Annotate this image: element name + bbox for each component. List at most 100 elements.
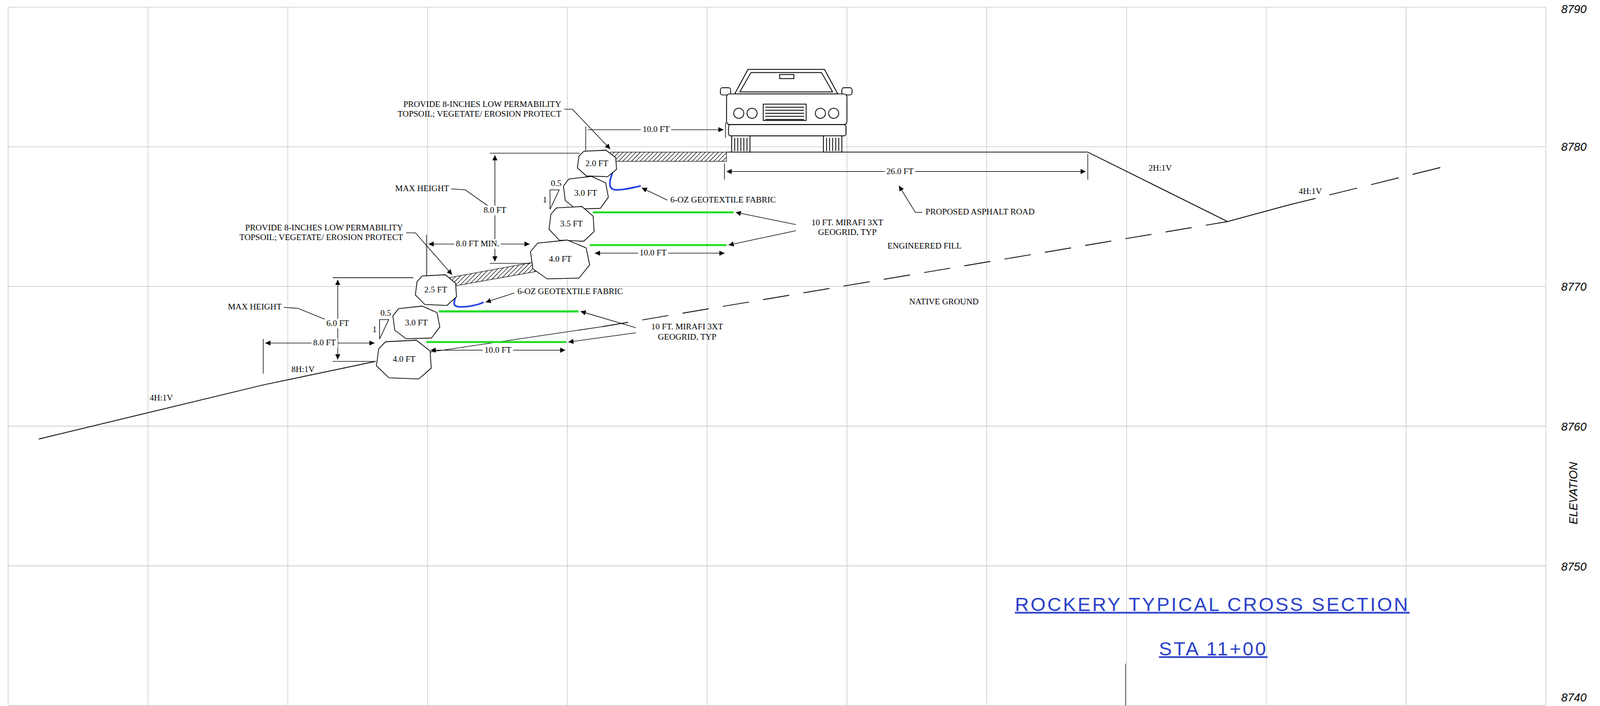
car-illustration	[828, 108, 839, 119]
car-illustration	[765, 106, 804, 108]
grid-line	[7, 425, 1546, 427]
grid-line	[287, 7, 289, 706]
car-illustration	[726, 93, 848, 125]
leader-line	[485, 292, 515, 302]
drawing-title: ROCKERY TYPICAL CROSS SECTION	[1014, 593, 1410, 616]
leader-line	[450, 188, 490, 207]
dimension-label: 8.0 FT MIN.	[454, 238, 501, 249]
note-label: 6-OZ GEOTEXTILE FABRIC	[517, 287, 624, 297]
dimension-line	[724, 163, 725, 180]
leader-line	[735, 212, 797, 225]
station-caption: STA 11+00	[1158, 636, 1268, 659]
car-illustration	[838, 137, 839, 151]
note-label: 0.5	[380, 308, 392, 318]
elevation-value: 8750	[1561, 560, 1587, 574]
ground-line	[1287, 165, 1450, 206]
note-label: 10 FT. MIRAFI 3XT GEOGRID, TYP	[798, 217, 896, 238]
dimension-line	[332, 361, 376, 362]
car-illustration	[733, 108, 744, 119]
note-label: 6-OZ GEOTEXTILE FABRIC	[670, 195, 777, 205]
grid-line	[7, 705, 1546, 706]
leader-line	[580, 311, 636, 328]
note-label: MAX HEIGHT	[395, 183, 450, 194]
rock-boulder: 3.5 FT	[548, 206, 596, 242]
car-illustration	[765, 106, 804, 120]
geogrid-line	[593, 210, 735, 214]
geotextile-fabric	[452, 155, 641, 308]
car-illustration	[746, 137, 748, 151]
car-illustration	[747, 108, 758, 119]
rock-size: 3.0 FT	[404, 317, 428, 328]
grid-line	[7, 285, 1546, 287]
car-illustration	[731, 135, 750, 153]
dimension-line	[724, 122, 726, 138]
leader-line	[405, 232, 453, 275]
grid-line	[147, 7, 149, 706]
grid-line	[7, 146, 1546, 148]
grid-line	[7, 7, 9, 706]
grid-line	[1545, 7, 1546, 706]
geogrid-line	[426, 340, 567, 343]
geogrid-line	[589, 243, 727, 247]
dimension-line	[549, 189, 559, 210]
topsoil-hatch	[610, 151, 727, 161]
geogrid-line	[438, 310, 579, 313]
car-illustration	[815, 108, 826, 119]
note-label: PROPOSED ASPHALT ROAD	[925, 207, 1035, 218]
dimension-line	[262, 338, 264, 374]
grid-line	[706, 7, 708, 706]
car-illustration	[765, 109, 804, 111]
rock-size: 3.0 FT	[574, 188, 598, 198]
dimension-line	[332, 277, 414, 279]
dimension-label: 10.0 FT	[637, 247, 669, 258]
grid-line	[566, 7, 568, 706]
note-label: PROVIDE 8-INCHES LOW PERMABILITY TOPSOIL…	[238, 222, 404, 243]
car-illustration	[779, 74, 794, 79]
elevation-value: 8770	[1561, 280, 1587, 294]
car-illustration	[765, 115, 804, 117]
elevation-value: 8760	[1561, 420, 1587, 434]
rock-outline	[563, 176, 609, 209]
rock-outline	[548, 206, 594, 242]
car-illustration	[765, 118, 804, 120]
car-illustration	[728, 124, 846, 136]
rock-size: 3.5 FT	[560, 218, 583, 229]
elevation-value: 8780	[1561, 140, 1587, 154]
rock-size: 2.0 FT	[585, 158, 609, 169]
axis-label: ELEVATION	[1567, 461, 1581, 525]
leader-line	[641, 187, 668, 201]
car-illustration	[826, 137, 827, 151]
note-label: 4H:1V	[1298, 187, 1322, 197]
leader-line	[898, 185, 923, 213]
topsoil-hatch	[449, 262, 537, 286]
rock-size: 4.0 FT	[548, 254, 572, 264]
note-label: 2H:1V	[1148, 163, 1172, 173]
car-illustration	[739, 72, 833, 92]
leader-line	[728, 230, 796, 246]
rock-outline	[577, 150, 617, 177]
rock-boulder: 4.0 FT	[375, 340, 433, 379]
grid-line	[7, 7, 1546, 706]
ground-line	[726, 151, 1288, 222]
ground-line	[602, 221, 1228, 327]
car-illustration	[734, 137, 735, 151]
note-label: PROVIDE 8-INCHES LOW PERMABILITY TOPSOIL…	[396, 99, 562, 120]
rock-outline	[415, 274, 457, 306]
rock-boulder: 4.0 FT	[530, 239, 590, 279]
note-label: ENGINEERED FILL	[887, 241, 962, 251]
geotextile-fabric	[452, 281, 484, 307]
dimension-label: 10.0 FT	[640, 124, 672, 135]
rock-boulder: 3.0 FT	[392, 305, 441, 339]
grid-line	[7, 565, 1546, 566]
ground-line	[38, 151, 1449, 706]
grid-line	[7, 6, 1546, 8]
rock-boulder: 2.5 FT	[414, 274, 458, 306]
note-label: 8H:1V	[291, 364, 315, 375]
dimension-label: 8.0 FT	[481, 205, 508, 215]
dimension-line	[1087, 154, 1089, 180]
car-illustration	[823, 135, 842, 153]
elevation-value: 8790	[1561, 2, 1587, 16]
dimension-label: 8.0 FT	[311, 337, 338, 348]
car-illustration	[734, 69, 838, 94]
car-illustration	[832, 137, 833, 151]
